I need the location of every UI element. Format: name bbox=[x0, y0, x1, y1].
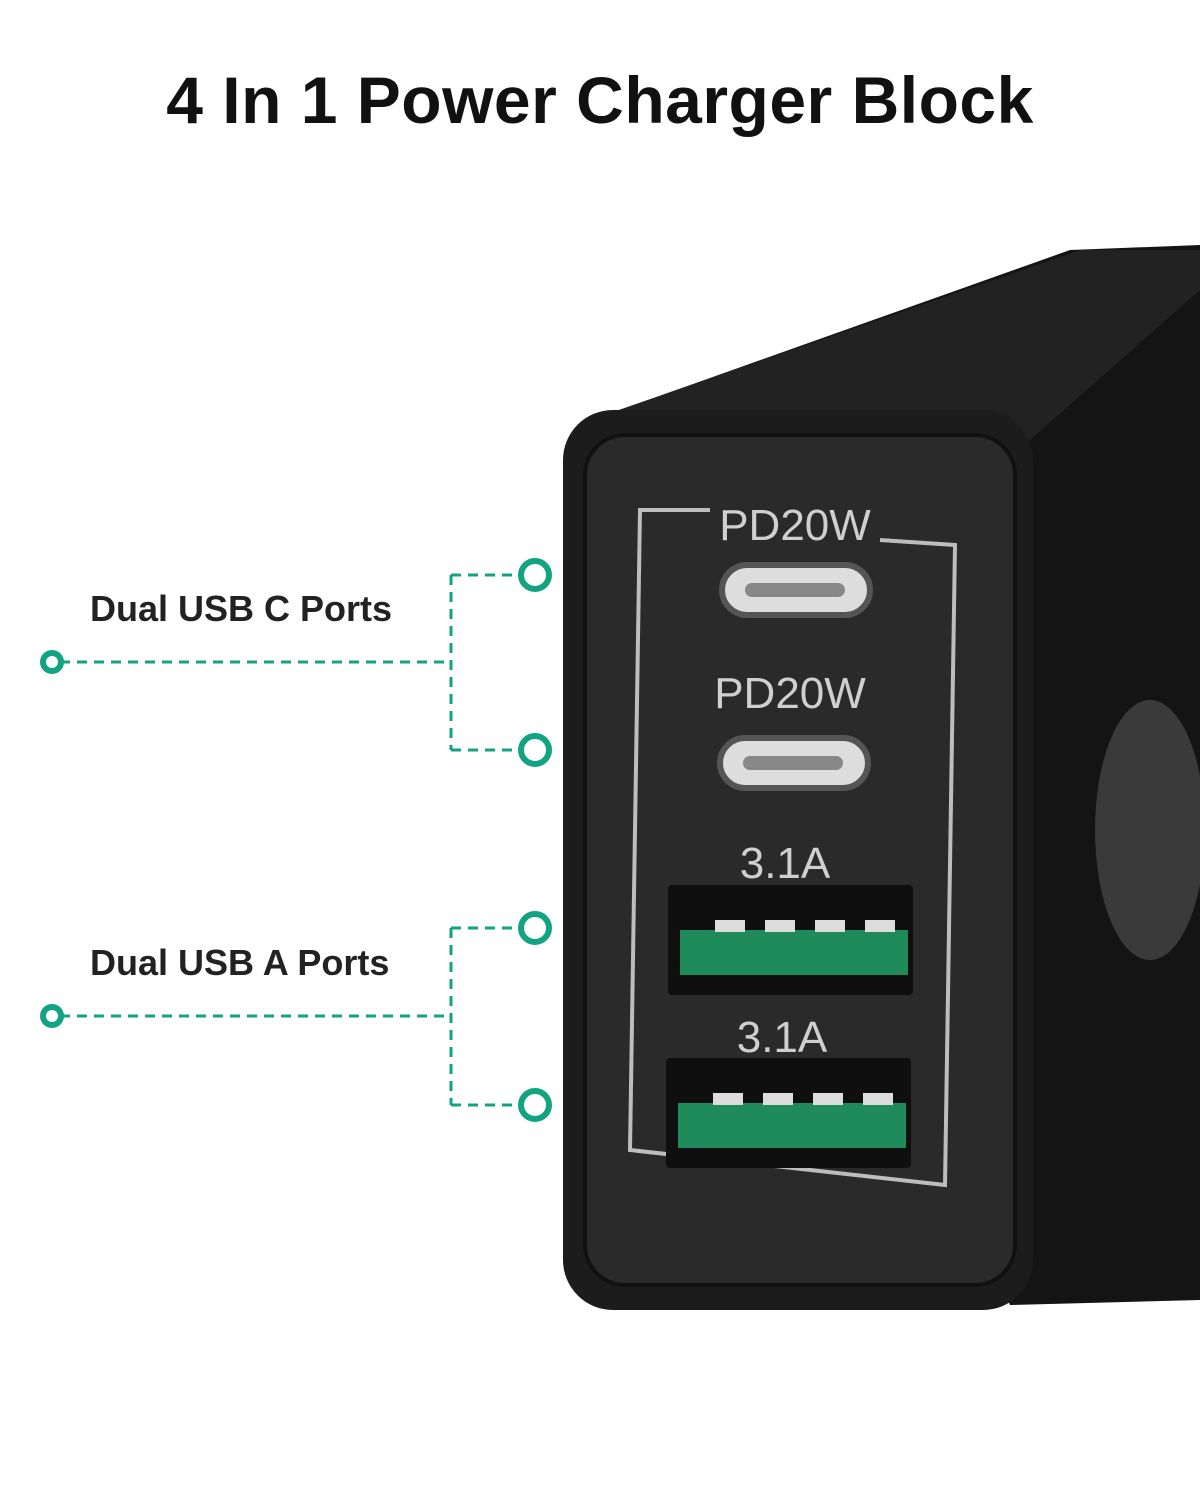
usb-a-port-1-insert bbox=[680, 930, 908, 975]
port-rating-c2: PD20W bbox=[714, 669, 866, 718]
usb-c-port-2-tongue bbox=[743, 756, 843, 770]
brand-logo bbox=[1095, 700, 1200, 960]
port-rating-a2: 3.1A bbox=[737, 1013, 828, 1062]
usb-a-port-2-contacts bbox=[713, 1093, 893, 1105]
page-title: 4 In 1 Power Charger Block bbox=[166, 63, 1034, 137]
usb-a-port-1-contacts bbox=[715, 920, 895, 932]
callout-usb-c bbox=[60, 573, 520, 752]
callout-ring-icon bbox=[518, 733, 552, 767]
callout-dot-icon bbox=[40, 650, 64, 674]
callout-ring-icon bbox=[518, 911, 552, 945]
usb-c-port-1-tongue bbox=[745, 583, 845, 597]
port-rating-c1: PD20W bbox=[719, 501, 871, 550]
callout-usb-a bbox=[60, 926, 520, 1107]
callout-label-usb-a: Dual USB A Ports bbox=[90, 942, 390, 983]
charger-top bbox=[590, 250, 1200, 440]
callout-ring-icon bbox=[518, 558, 552, 592]
usb-a-port-2-insert bbox=[678, 1103, 906, 1148]
port-rating-a1: 3.1A bbox=[740, 839, 831, 888]
callout-dot-icon bbox=[40, 1004, 64, 1028]
callout-ring-icon bbox=[518, 1088, 552, 1122]
callout-label-usb-c: Dual USB C Ports bbox=[90, 588, 393, 629]
